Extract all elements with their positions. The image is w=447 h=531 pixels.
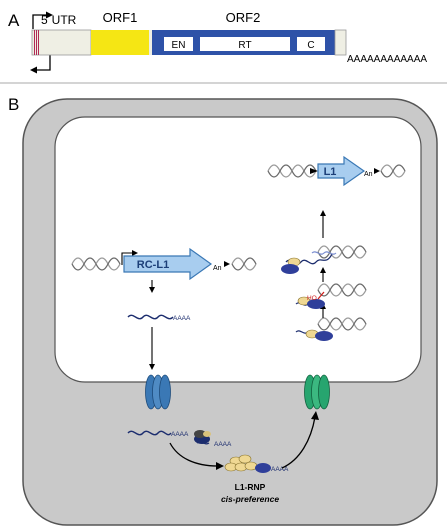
mrna-polya-cyto-2: AAAA — [214, 441, 232, 448]
promoter-arrow-sense — [32, 11, 53, 29]
arrowhead-nuclear-import — [311, 411, 319, 420]
rnp-step3 — [281, 257, 301, 274]
arrowhead-rnp-assembly — [216, 462, 224, 470]
final-arrowhead-right — [374, 168, 380, 174]
ribosome — [194, 430, 211, 444]
l1-mrna-cytoplasmic — [127, 430, 172, 436]
promoter-arrow-rc-l1 — [121, 250, 138, 265]
orf1-box — [91, 30, 149, 55]
rnp-step2 — [297, 296, 325, 309]
c-domain-box — [297, 37, 325, 51]
rnp-step1 — [305, 329, 333, 341]
en-domain-box — [164, 37, 193, 51]
l1-insertion-arrow — [317, 155, 366, 187]
cdna-step3 — [311, 251, 337, 255]
rt-domain-label: RT — [238, 40, 251, 51]
arrow-export — [149, 327, 155, 370]
arrow-rnp-assembly — [169, 442, 219, 467]
final-arrowhead-left — [310, 168, 318, 174]
l1-mrna-nuclear — [127, 314, 174, 320]
nuclear-pore-export — [145, 374, 171, 410]
nucleus — [54, 116, 422, 383]
panel-a-label: A — [8, 11, 20, 30]
arrow-nuclear-import — [281, 416, 316, 469]
rt-domain-box — [200, 37, 290, 51]
nuclear-pore-import — [304, 374, 330, 410]
l1-rnp-particle — [224, 454, 271, 473]
c-domain-label: C — [307, 40, 314, 51]
orf2-label: ORF2 — [226, 10, 261, 25]
rc-l1-label: RC-L1 — [137, 259, 169, 271]
polya-tail: AAAAAAAAAAAA — [347, 54, 427, 65]
an-arrowhead-left — [224, 261, 230, 267]
mrna-polya-nuclear: AAAA — [173, 315, 191, 322]
mrna-translating — [196, 441, 210, 445]
ho-label: HO — [307, 295, 317, 302]
utr-3-box — [334, 29, 347, 56]
utr-label: 5´UTR — [41, 13, 77, 27]
an-label-left: An — [213, 265, 222, 272]
utr-5-box — [31, 29, 92, 56]
inter-orf-spacer — [149, 30, 152, 55]
l1-label: L1 — [324, 166, 337, 178]
utr-stripes — [34, 30, 39, 55]
arrow-step-3 — [320, 210, 326, 238]
orf1-label: ORF1 — [103, 10, 138, 25]
arrow-transcription — [149, 280, 155, 293]
mrna-polya-cyto-1: AAAA — [171, 431, 189, 438]
an-label-right: An — [364, 171, 373, 178]
arrow-step-2 — [320, 267, 326, 282]
rnp-subtitle: cis-preference — [221, 494, 279, 504]
panel-b-label: B — [8, 95, 19, 114]
rnp-title: L1-RNP — [235, 482, 266, 492]
en-domain-label: EN — [172, 40, 186, 51]
ho-nick — [317, 291, 325, 300]
promoter-arrow-antisense — [30, 55, 51, 74]
rc-l1-arrow — [123, 247, 213, 281]
rnp-polya: AAAA — [271, 466, 289, 473]
